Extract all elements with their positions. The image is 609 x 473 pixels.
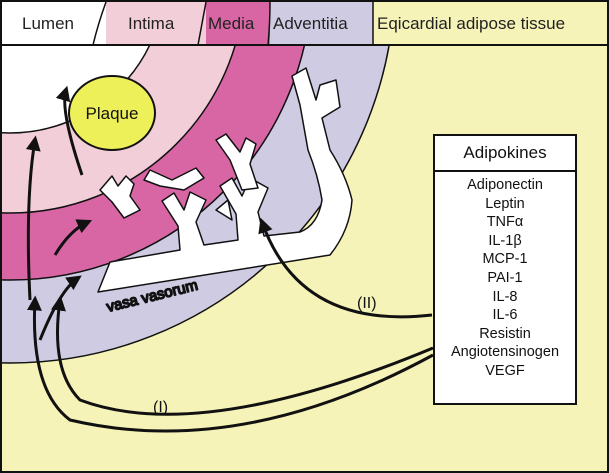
header-epicardial-label: Eqicardial adipose tissue bbox=[377, 14, 565, 33]
header-lumen-label: Lumen bbox=[22, 14, 74, 33]
header-adventitia-label: Adventitia bbox=[273, 14, 348, 33]
header-intima-label: Intima bbox=[128, 14, 175, 33]
adipokine-item: TNFα bbox=[435, 213, 575, 232]
adipokine-item: IL-8 bbox=[435, 288, 575, 307]
adipokine-item: Resistin bbox=[435, 325, 575, 344]
pathway-ii-label: (II) bbox=[357, 295, 377, 312]
adipokine-item: Leptin bbox=[435, 195, 575, 214]
adipokine-item: Angiotensinogen bbox=[435, 343, 575, 362]
adipokine-item: PAI-1 bbox=[435, 269, 575, 288]
adipokine-item: VEGF bbox=[435, 362, 575, 381]
adipokine-item: Adiponectin bbox=[435, 176, 575, 195]
plaque-label: Plaque bbox=[86, 104, 139, 123]
header-media-label: Media bbox=[208, 14, 255, 33]
adipokines-title: Adipokines bbox=[435, 136, 575, 172]
adipokine-item: IL-6 bbox=[435, 306, 575, 325]
pathway-i-label: (I) bbox=[153, 399, 168, 416]
adipokine-item: MCP-1 bbox=[435, 250, 575, 269]
layer-header: Lumen Intima Media Adventitia Eqicardial… bbox=[2, 2, 607, 45]
adipokine-item: IL-1β bbox=[435, 232, 575, 251]
